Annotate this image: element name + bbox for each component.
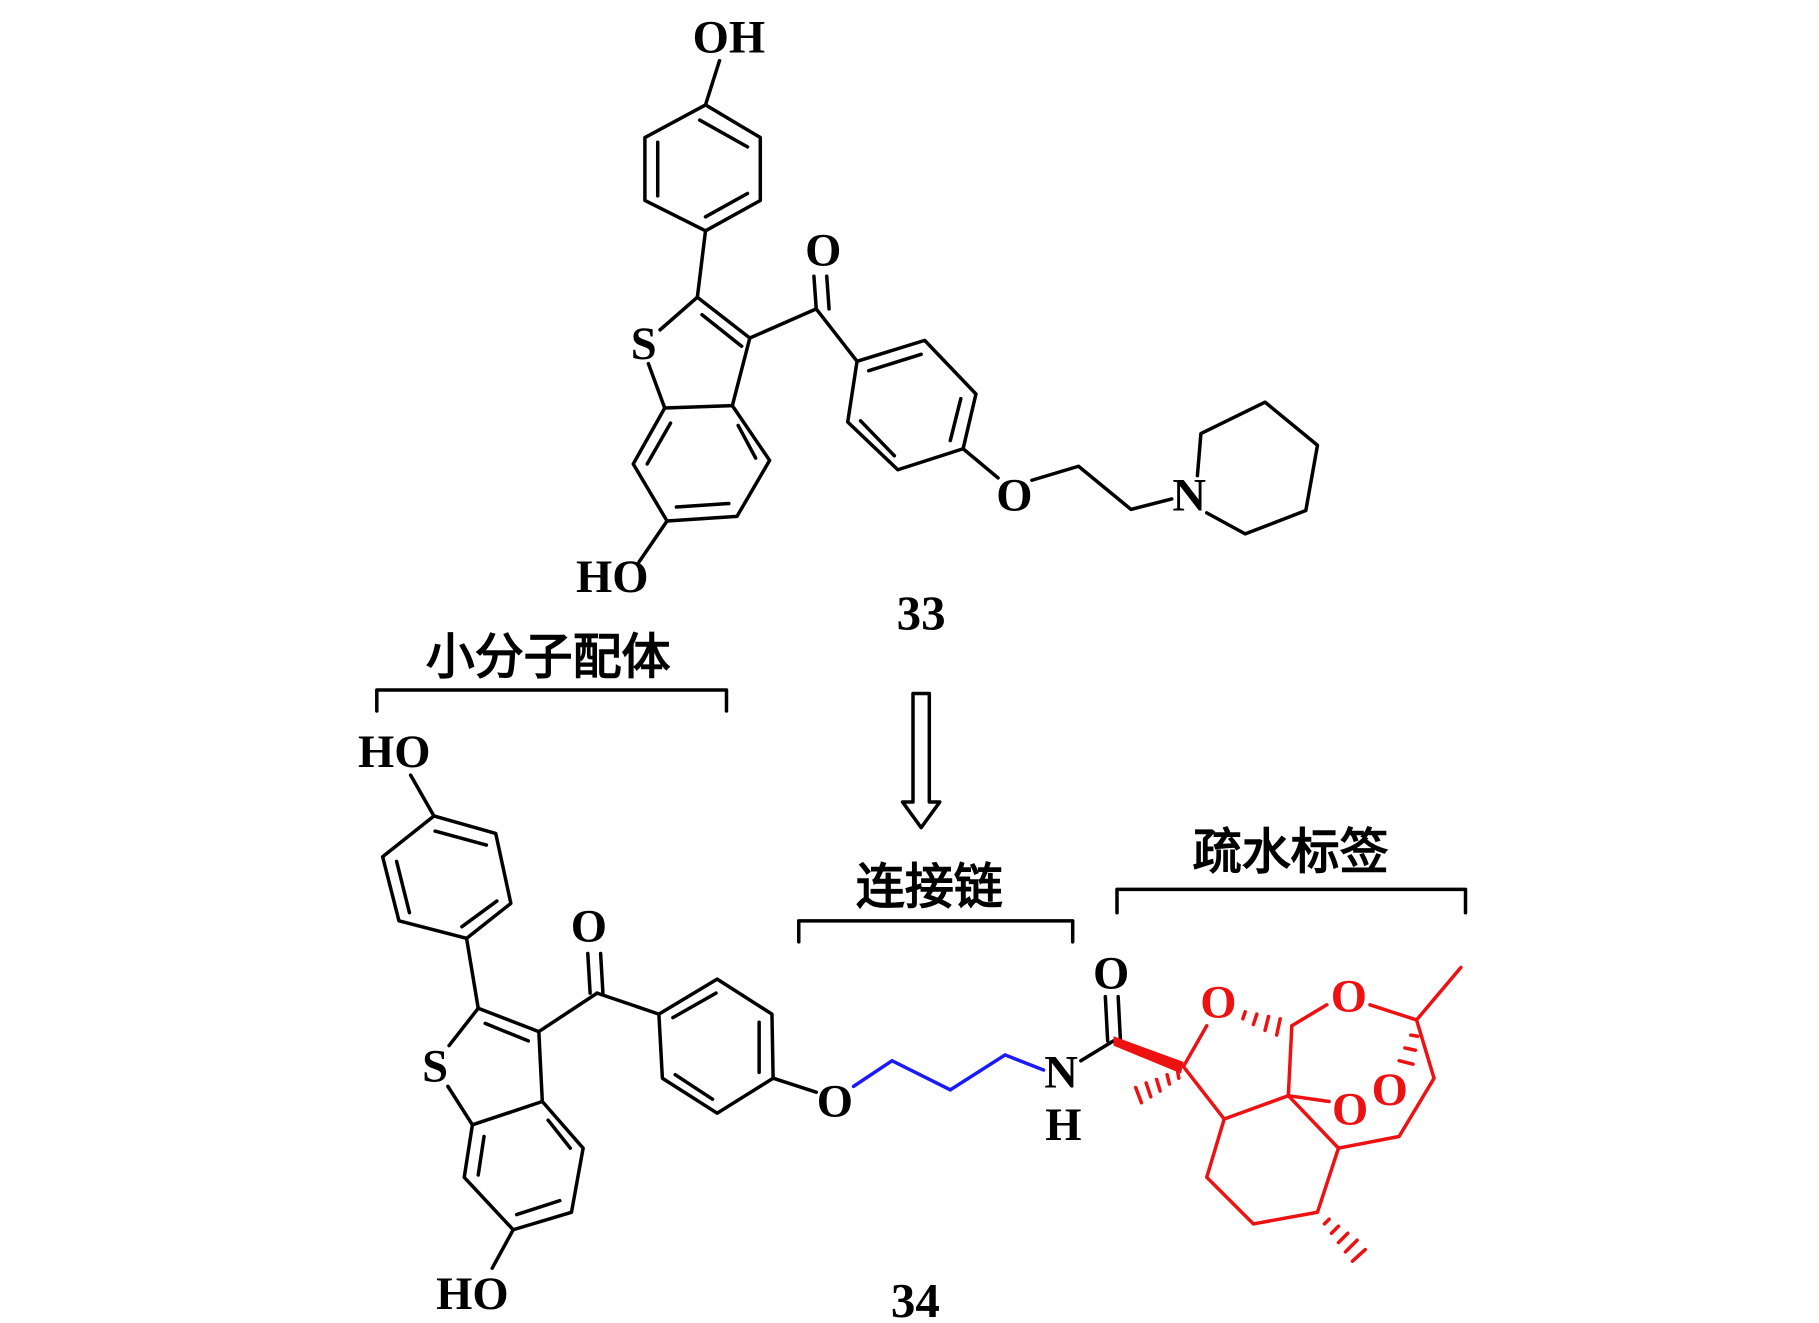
atom-o-ring2: O xyxy=(1331,971,1367,1023)
atom-o-ether: O xyxy=(996,469,1032,521)
compound-33-label: 33 xyxy=(897,585,946,640)
ligand-bracket xyxy=(375,688,729,713)
atom-oh-top: OH xyxy=(693,11,766,63)
linker-bracket xyxy=(797,919,1075,944)
atom-s: S xyxy=(631,318,657,370)
atom-o-carbonyl: O xyxy=(571,901,607,953)
compound-34-label: 34 xyxy=(891,1273,940,1323)
atom-n: N xyxy=(1172,469,1206,521)
atom-s: S xyxy=(422,1041,448,1093)
atom-h: H xyxy=(1045,1099,1081,1151)
atom-n: N xyxy=(1044,1046,1078,1098)
ligand-label: 小分子配体 xyxy=(426,629,671,686)
atom-o-ring3: O xyxy=(1372,1064,1408,1116)
tag-bracket xyxy=(1115,887,1468,915)
reaction-arrow-icon xyxy=(900,691,942,830)
atom-ho-top: HO xyxy=(358,726,431,778)
compound-33-structure xyxy=(631,58,1320,564)
linker-label: 连接链 xyxy=(856,858,1003,915)
atom-o-peroxide: O xyxy=(1332,1084,1368,1136)
atom-o-amide: O xyxy=(1093,947,1129,999)
atom-o-carbonyl: O xyxy=(805,225,841,277)
compound-34-ligand xyxy=(380,773,818,1270)
atom-o-ether: O xyxy=(817,1076,853,1128)
compound-34-linker xyxy=(851,1052,1046,1092)
compound-34-amide xyxy=(1079,994,1123,1063)
compound-34-hydrophobic-tag xyxy=(1113,965,1463,1263)
tag-label: 疏水标签 xyxy=(1193,823,1389,880)
atom-o-ring1: O xyxy=(1200,976,1236,1028)
atom-ho: HO xyxy=(576,551,649,603)
atom-ho: HO xyxy=(436,1268,509,1320)
